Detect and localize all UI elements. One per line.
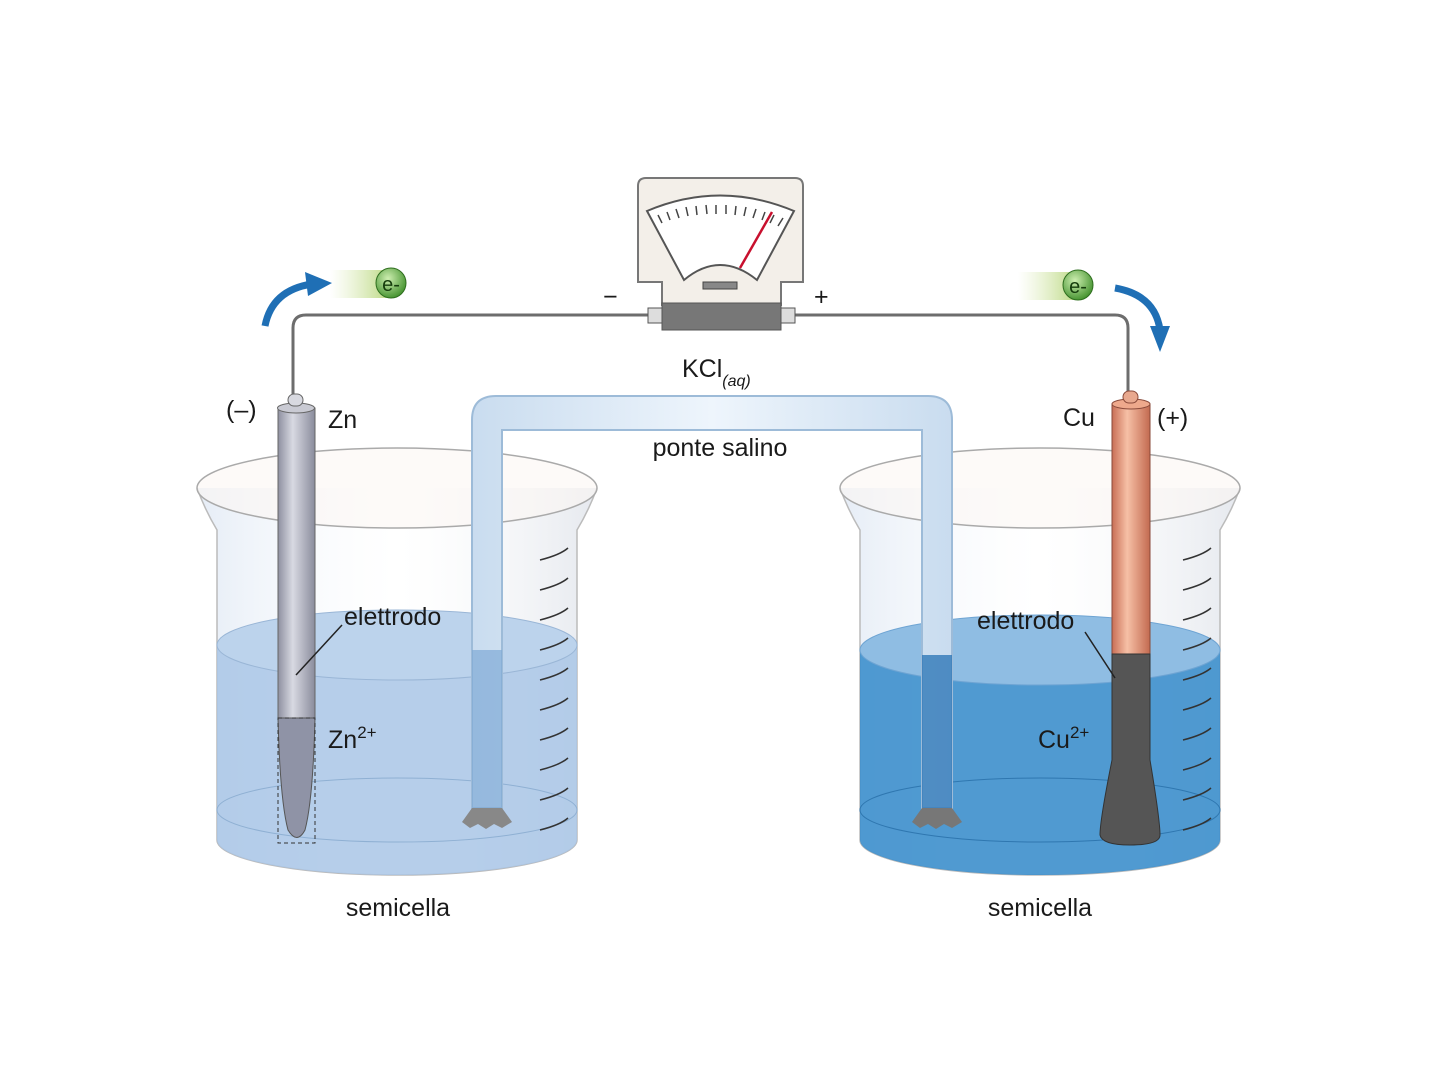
meter-minus-label: − [603,283,618,311]
left-polarity-label: (–) [226,396,257,424]
salt-bridge-label: ponte salino [653,434,788,462]
svg-text:e-: e- [1069,276,1087,298]
copper-electrode [1099,390,1161,846]
right-metal-label: Cu [1063,404,1095,432]
zinc-electrode [277,393,316,844]
left-half-cell-label: semicella [346,894,450,922]
right-beaker [839,447,1241,876]
electron-right: e- [1018,269,1094,301]
kcl-label: KCl(aq) [682,355,751,390]
svg-text:e-: e- [382,274,400,296]
electron-flow-arrow-left [261,280,313,327]
right-half-cell-label: semicella [988,894,1092,922]
meter-plus-label: + [814,283,829,311]
left-ion-label: Zn2+ [328,723,377,754]
right-electrode-label: elettrodo [977,607,1074,635]
electron-flow-arrow-right [1114,284,1164,331]
left-beaker [196,447,598,876]
voltmeter [637,177,804,331]
meter-needle [738,211,774,269]
electron-left: e- [330,267,407,299]
salt-bridge [462,395,962,829]
meter-scale-ticks [657,204,784,227]
left-electrode-label: elettrodo [344,603,441,631]
right-polarity-label: (+) [1157,404,1188,432]
meter-connector [661,302,782,331]
left-metal-label: Zn [328,406,357,434]
right-ion-label: Cu2+ [1038,723,1089,754]
